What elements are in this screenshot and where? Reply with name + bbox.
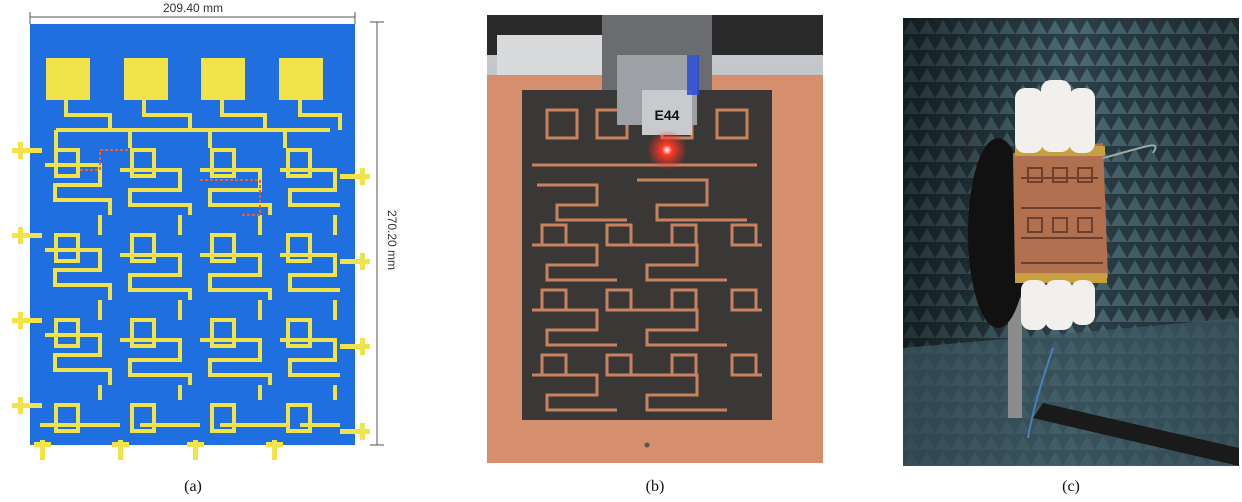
- antenna-layout-drawing: 209.40 mm 270.20 mm: [12, 1, 399, 460]
- panel-a-layout: 209.40 mm 270.20 mm: [0, 0, 400, 470]
- caption-a: (a): [184, 478, 202, 495]
- foam-supports: [1015, 80, 1095, 330]
- panel-c-photo: [903, 18, 1239, 466]
- antenna-board: [1013, 143, 1108, 280]
- height-dimension-label: 270.20 mm: [385, 210, 399, 270]
- milled-traces: [532, 108, 762, 412]
- feed-network: [40, 100, 342, 427]
- mount-post: [1008, 298, 1022, 418]
- laser-spot: [647, 130, 687, 170]
- anechoic-chamber-photo: [903, 18, 1239, 466]
- caption-b: (b): [645, 478, 665, 495]
- width-dimension-label: 209.40 mm: [163, 1, 223, 15]
- panel-b-photo: E44: [487, 15, 823, 463]
- milled-area: [522, 90, 772, 420]
- bottom-connectors: [34, 440, 283, 460]
- milling-photo: E44: [487, 15, 823, 463]
- element-squares: [54, 148, 312, 433]
- machine-label: E44: [655, 107, 680, 123]
- patch-elements: [46, 58, 323, 100]
- rotator-disk: [968, 138, 1028, 328]
- positioner-arm: [1033, 403, 1239, 466]
- side-connectors: [12, 142, 370, 440]
- highlighted-traces: [80, 149, 261, 216]
- caption-c: (c): [1062, 478, 1080, 495]
